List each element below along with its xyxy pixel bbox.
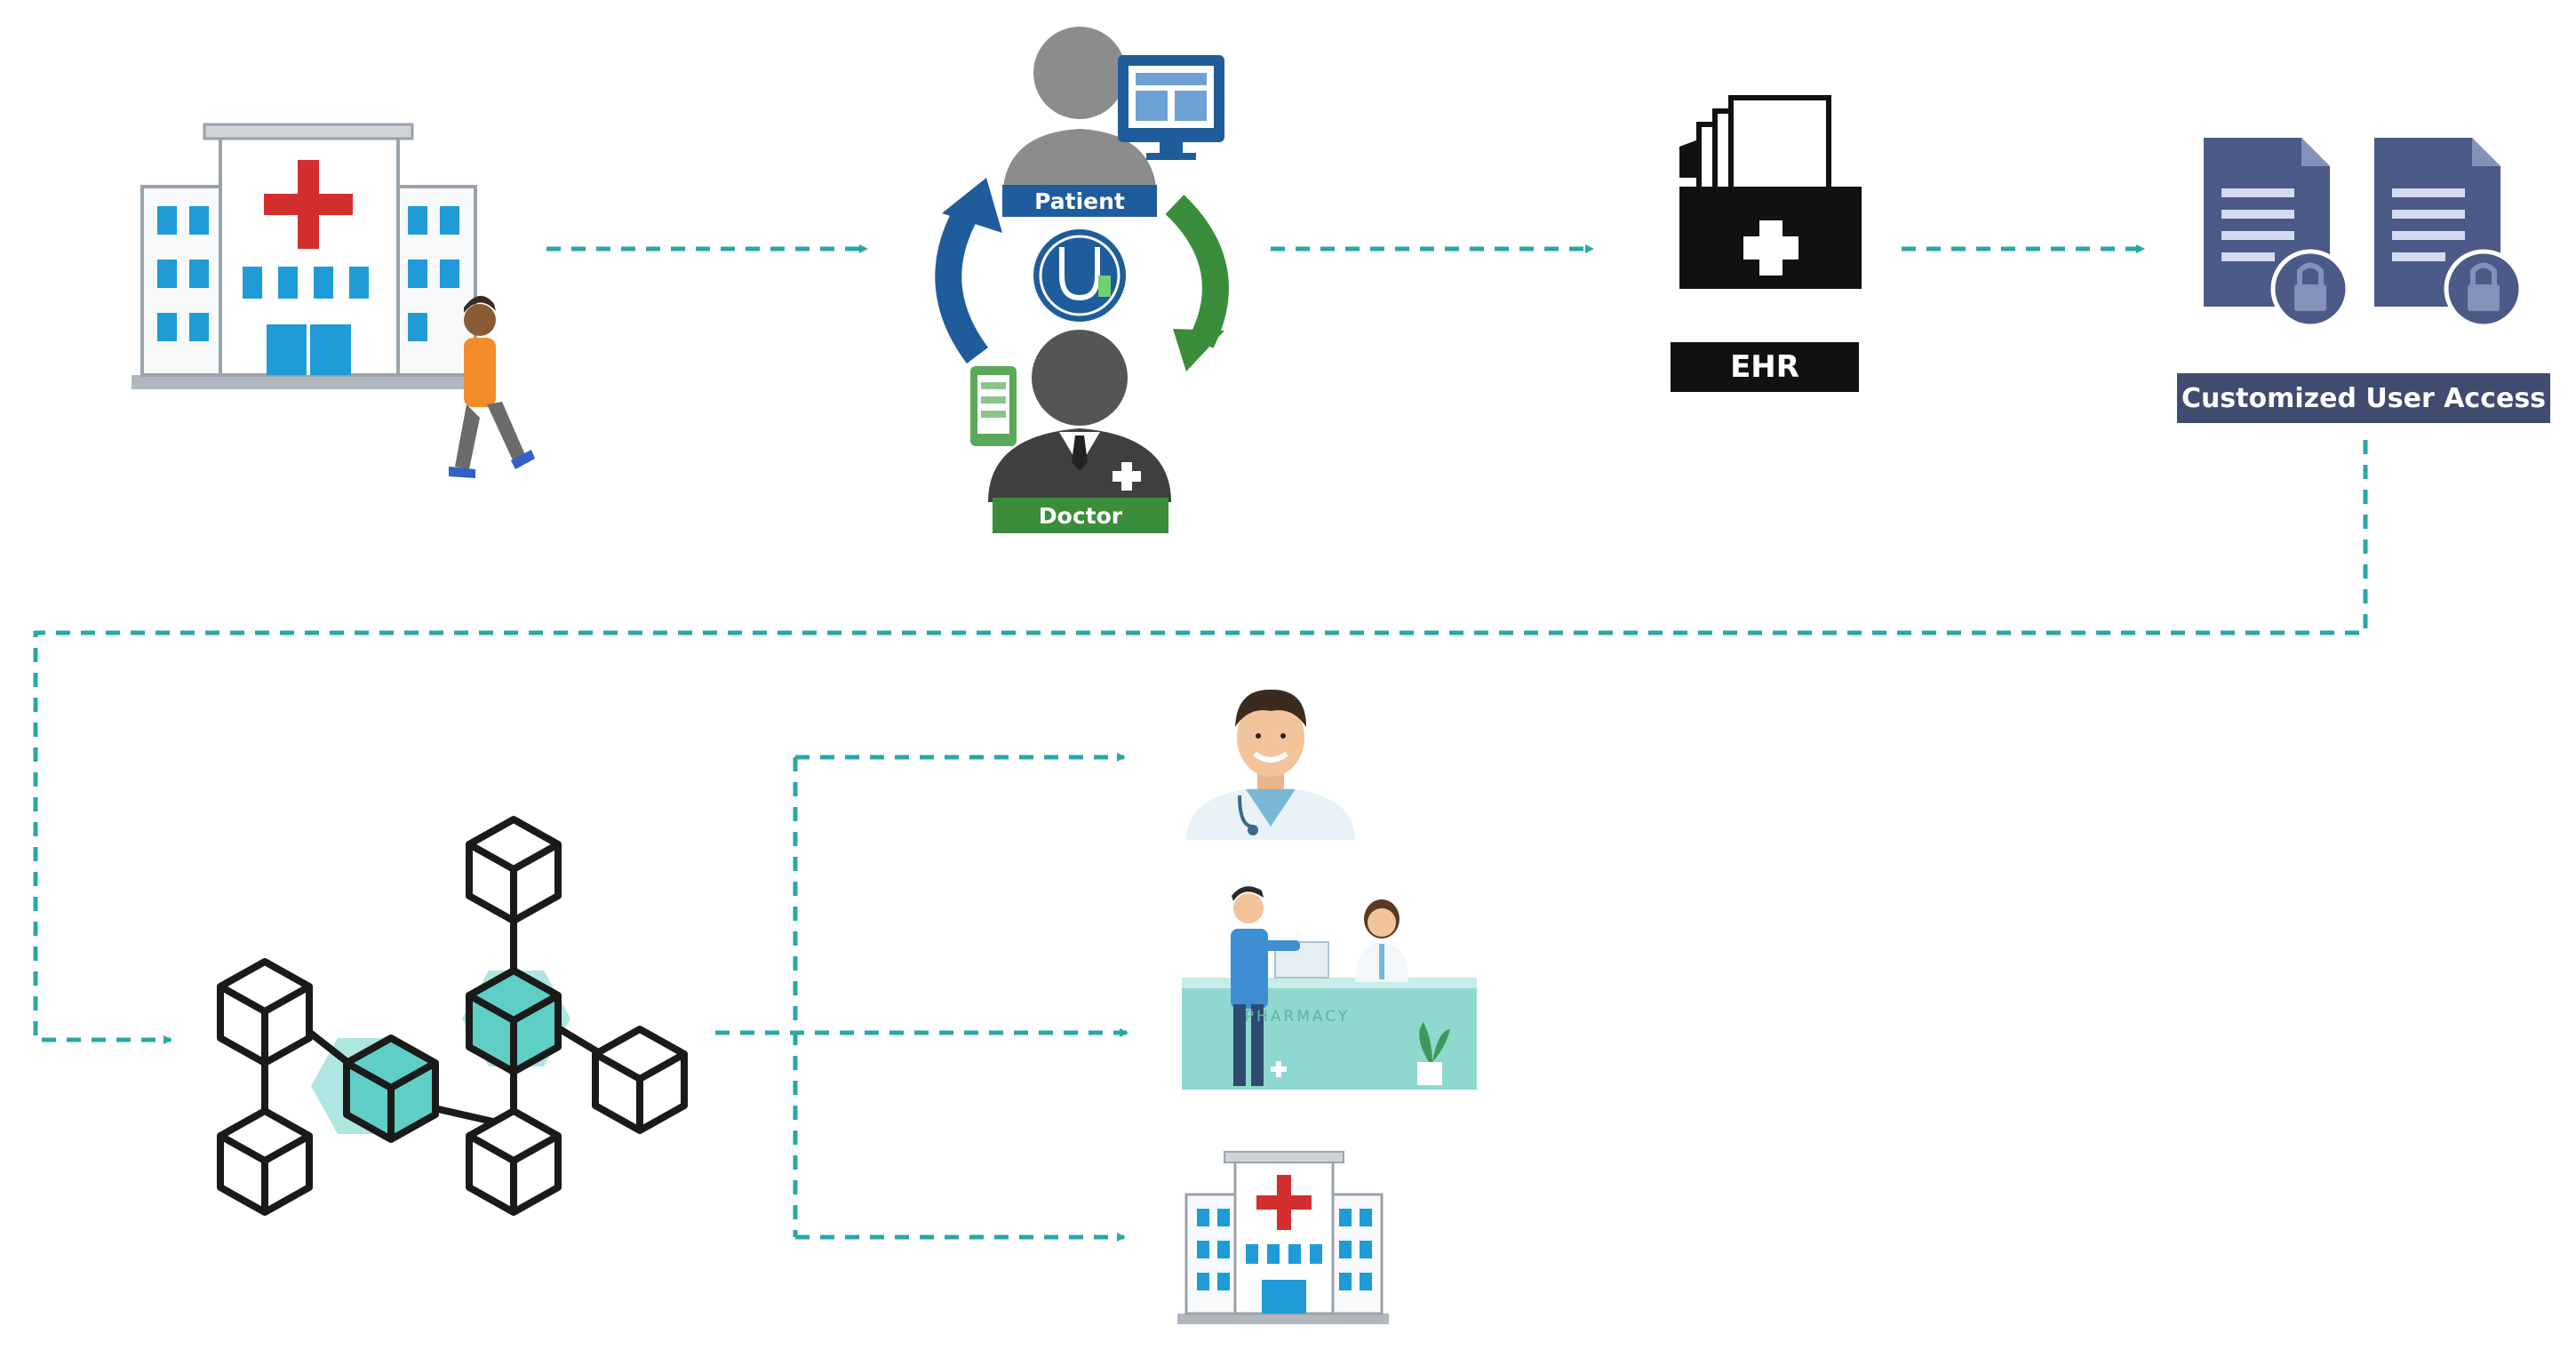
cycle-arrow-blue [935, 178, 1002, 363]
access-label-bg [2177, 373, 2550, 423]
monitor-icon [1118, 55, 1224, 160]
connectors [33, 244, 2368, 1242]
doctor-avatar-icon [988, 330, 1171, 533]
locked-document-icon [2374, 138, 2524, 329]
connector-access-to-blockchain [33, 440, 2368, 1044]
locked-document-icon [2204, 138, 2350, 329]
ehr-folder-icon [1679, 95, 1862, 289]
stethoscope-icon [1033, 229, 1126, 322]
blockchain-network-icon [217, 816, 688, 1216]
physician-icon [1186, 689, 1355, 840]
hospital-icon [1177, 1151, 1389, 1324]
walking-person-icon [449, 295, 535, 478]
patient-avatar-icon [1002, 27, 1157, 217]
hospital-icon [132, 123, 478, 389]
cycle-arrow-green [1165, 195, 1229, 371]
phone-icon [970, 366, 1017, 446]
pharmacy-counter-icon [1182, 886, 1477, 1090]
ehr-label-bg [1671, 342, 1859, 392]
